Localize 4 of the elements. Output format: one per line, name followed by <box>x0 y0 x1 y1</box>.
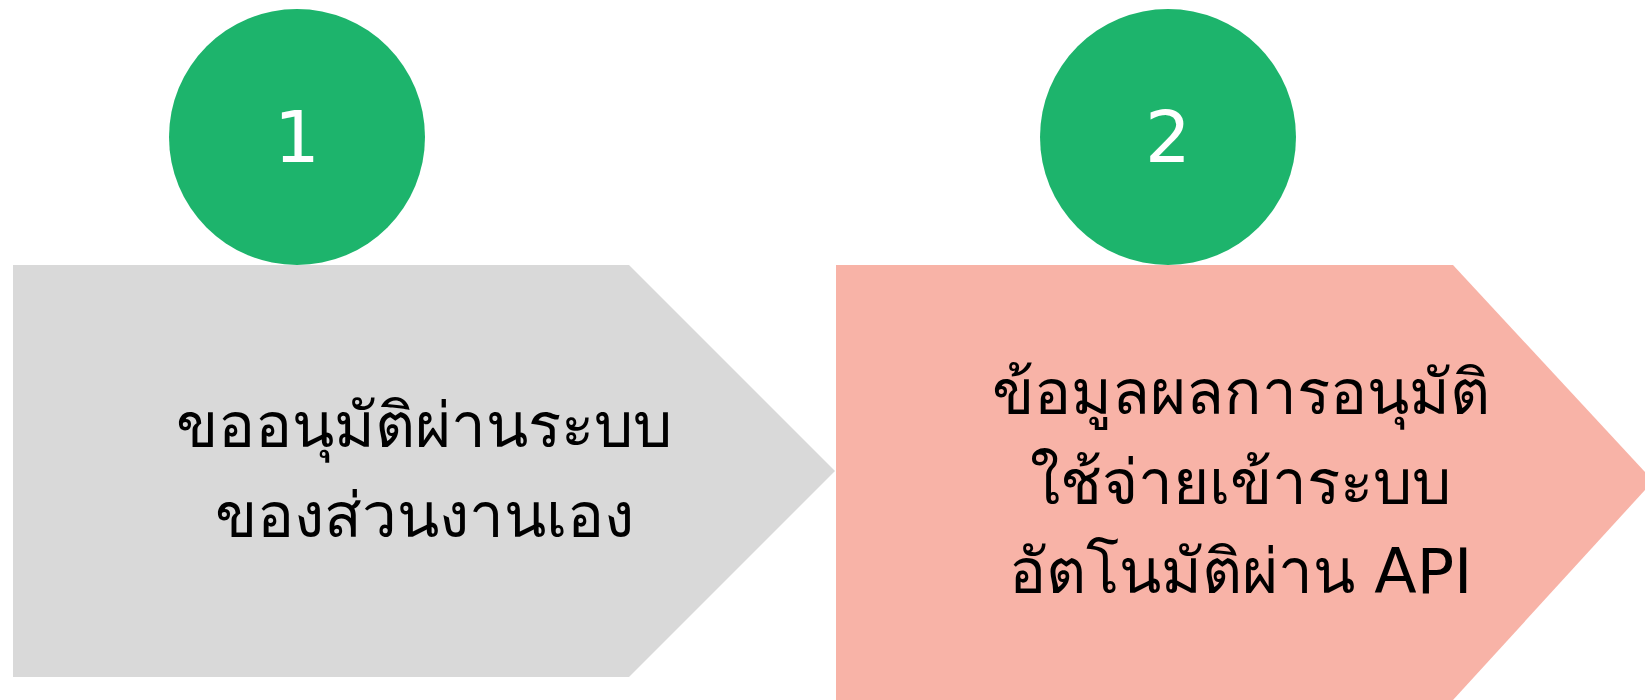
step-text: ขออนุมัติผ่านระบบของส่วนงานเอง <box>175 388 673 554</box>
step-text: ข้อมูลผลการอนุมัติใช้จ่ายเข้าระบบอัตโนมัติผ่าน API <box>990 354 1491 611</box>
step-number-circle: 2 <box>1040 9 1296 265</box>
step-number-circle: 1 <box>169 9 425 265</box>
